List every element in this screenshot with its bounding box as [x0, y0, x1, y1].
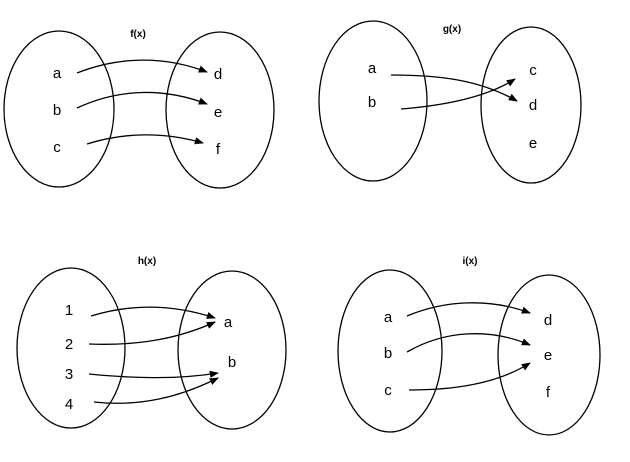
- arrow-a-to-d: [406, 302, 531, 317]
- mapping-g: g(x) a b c d e: [318, 20, 582, 184]
- domain-element: c: [384, 382, 392, 399]
- domain-element: a: [53, 65, 62, 82]
- mapping-title: i(x): [463, 256, 478, 267]
- domain-element: 1: [65, 302, 73, 319]
- codomain-element: d: [214, 66, 222, 83]
- codomain-element: e: [214, 104, 222, 121]
- arrow-b-to-c: [400, 78, 516, 110]
- codomain-element: e: [529, 135, 537, 152]
- mapping-title: g(x): [443, 24, 461, 35]
- domain-set: [318, 20, 428, 182]
- arrow-c-to-f: [86, 134, 204, 145]
- arrow-a-to-d: [390, 74, 518, 102]
- arrow-4-to-b: [93, 377, 219, 404]
- codomain-element: b: [228, 354, 236, 371]
- codomain-set: [177, 270, 287, 430]
- arrow-b-to-e: [406, 333, 531, 353]
- mapping-i: i(x) a b c d e f: [337, 256, 601, 436]
- domain-element: b: [53, 102, 61, 119]
- mapping-f: f(x) a b c d e f: [3, 29, 275, 189]
- codomain-set: [165, 31, 275, 189]
- mapping-title: h(x): [138, 256, 156, 267]
- domain-element: c: [53, 139, 61, 156]
- domain-element: b: [384, 345, 392, 362]
- domain-element: 2: [65, 336, 73, 353]
- arrow-3-to-b: [88, 370, 219, 379]
- codomain-element: a: [224, 314, 233, 331]
- domain-set: [16, 267, 126, 429]
- arrow-a-to-d: [76, 59, 208, 74]
- codomain-set: [480, 26, 582, 184]
- codomain-element: f: [216, 141, 221, 158]
- domain-element: 3: [65, 366, 73, 383]
- domain-set: [3, 30, 115, 188]
- codomain-element: d: [529, 97, 537, 114]
- domain-set: [337, 269, 443, 433]
- domain-element: a: [384, 309, 393, 326]
- domain-element: a: [368, 60, 377, 77]
- mapping-h: h(x) 1 2 3 4 a b: [16, 256, 287, 430]
- codomain-element: e: [544, 347, 552, 364]
- codomain-element: f: [546, 384, 551, 401]
- codomain-element: c: [529, 62, 537, 79]
- arrow-c-to-e: [408, 362, 531, 391]
- arrow-b-to-e: [76, 91, 208, 109]
- domain-element: 4: [65, 396, 73, 413]
- arrow-2-to-a: [88, 321, 216, 345]
- domain-element: b: [368, 94, 376, 111]
- codomain-set: [497, 274, 601, 436]
- mapping-title: f(x): [130, 29, 146, 40]
- arrow-1-to-a: [90, 306, 216, 319]
- codomain-element: d: [544, 312, 552, 329]
